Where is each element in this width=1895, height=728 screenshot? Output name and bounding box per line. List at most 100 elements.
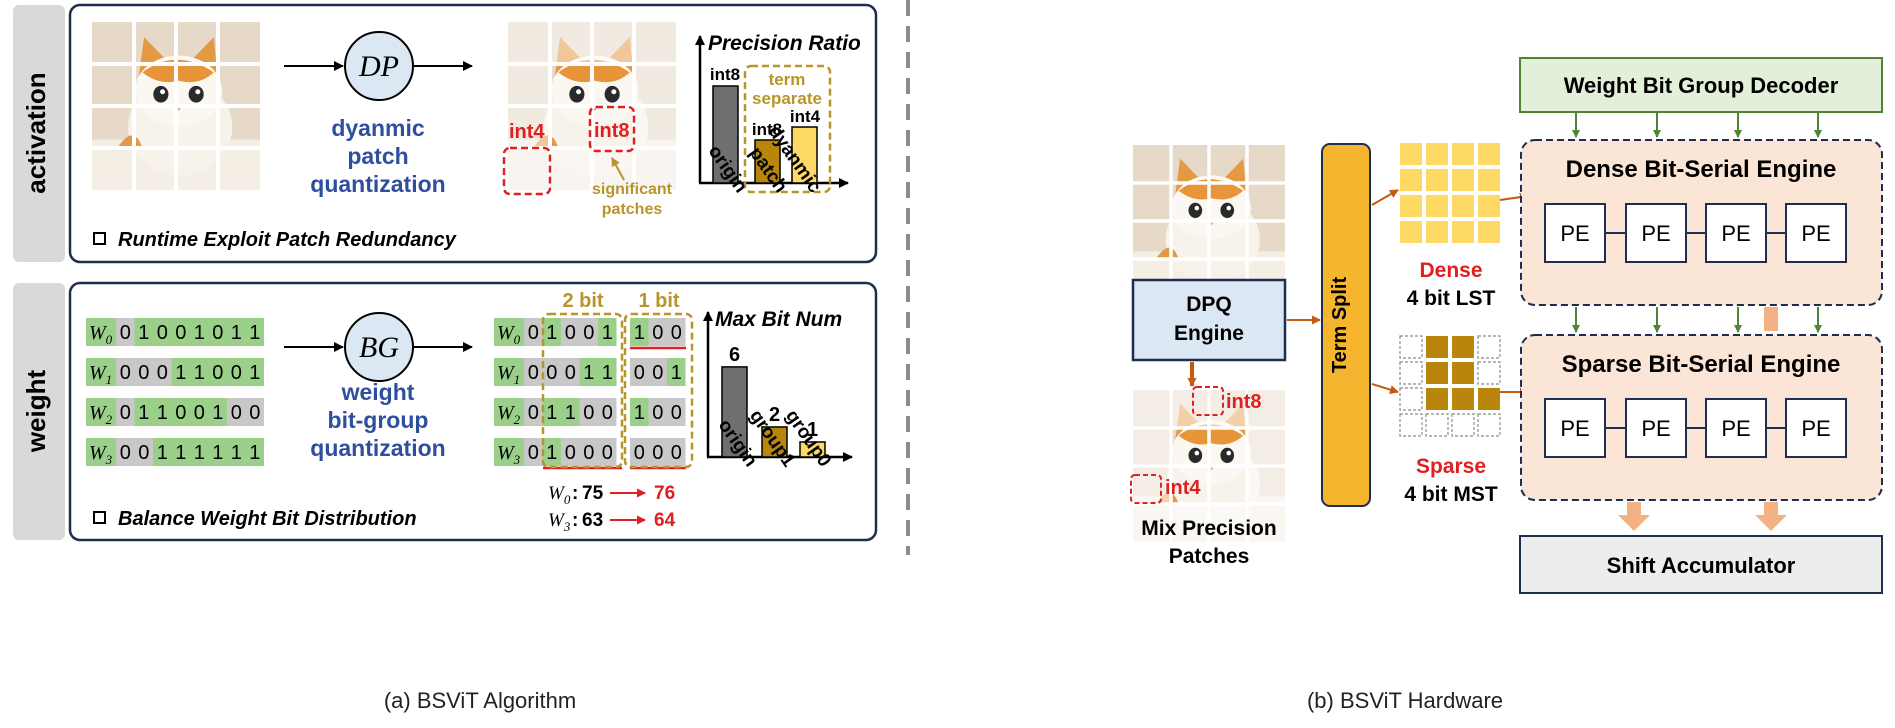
hw-input-image-grid [1133, 145, 1285, 297]
significant-line1: significant [592, 181, 673, 198]
weight-bit-cell [208, 318, 227, 346]
weight-bit-value: 0 [120, 442, 131, 464]
grouped-bit-cell [524, 358, 543, 386]
bar-origin-int8 [712, 85, 739, 184]
weight-bit-value: 1 [249, 362, 260, 384]
activation-footer: Runtime Exploit Patch Redundancy [118, 229, 457, 251]
dpq-engine-box [1131, 278, 1287, 362]
weight-bit-cell [134, 318, 153, 346]
weight-bit-value: 1 [175, 362, 186, 384]
group1-bit-cell [648, 358, 667, 386]
dense-cell [1478, 169, 1500, 191]
grouped-bit-value: 0 [528, 322, 539, 344]
group1-bit-value: 0 [671, 402, 682, 424]
weight-bit-cell [116, 318, 135, 346]
significant-line2: patches [602, 201, 663, 218]
pe-label: PE [1801, 416, 1830, 441]
pe-box [1705, 203, 1767, 263]
hw-int8-highlight [1192, 386, 1224, 416]
group1-bit-cell [667, 438, 686, 466]
pe-label: PE [1721, 416, 1750, 441]
sparse-engine-title: Sparse Bit-Serial Engine [1562, 351, 1841, 378]
dense-cell [1400, 169, 1422, 191]
weight-bit-value: 0 [249, 402, 260, 424]
dense-sublabel: 4 bit LST [1407, 287, 1496, 310]
grouped-bit-cell [542, 438, 561, 466]
weight-bit-value: 0 [138, 362, 149, 384]
weight-bit-value: 0 [138, 442, 149, 464]
grouped-bit-value: 1 [546, 442, 557, 464]
grouped-bit-cell [542, 398, 561, 426]
maxbit-bar [721, 366, 748, 458]
weight-bit-value: 1 [249, 322, 260, 344]
grouped-bit-value: 1 [546, 322, 557, 344]
dense-cell [1426, 221, 1448, 243]
sparse-cell [1399, 387, 1423, 411]
patch-grid-quantized [508, 22, 676, 190]
weight-bit-value: 0 [120, 322, 131, 344]
term-split-block [1321, 143, 1371, 507]
weight-bit-cell [227, 318, 246, 346]
group1-bit-value: 1 [671, 362, 682, 384]
dense-cell [1478, 143, 1500, 165]
weight-bit-cell [134, 398, 153, 426]
group1-bit-cell [648, 398, 667, 426]
int8-patch-highlight [588, 105, 636, 153]
pe-box [1544, 398, 1606, 458]
weight-bit-cell [190, 398, 209, 426]
activation-footer-checkbox [93, 232, 106, 245]
pe-label: PE [1721, 221, 1750, 246]
maxbit-bar [761, 426, 788, 458]
pe-label: PE [1801, 221, 1830, 246]
sparse-cell [1478, 388, 1500, 410]
weight-bit-value: 0 [231, 362, 242, 384]
svg-text:W3: W3 [548, 510, 571, 534]
weight-bit-cell [245, 318, 264, 346]
activation-panel: activation DP dyanmic patch quantization [13, 3, 878, 264]
weight-bit-cell [190, 438, 209, 466]
grouped-bit-cell [561, 398, 580, 426]
weight-bit-cell [190, 358, 209, 386]
separate-label: separate [752, 89, 822, 108]
bar-label-int8-origin: int8 [710, 65, 740, 84]
block-arrow-right [1755, 502, 1787, 531]
shift-accumulator-box [1519, 535, 1883, 594]
maxbit-chart-title: Max Bit Num [715, 308, 842, 331]
grouped-bit-value: 1 [602, 362, 613, 384]
weight-bit-cell [116, 438, 135, 466]
sparse-cell [1426, 388, 1448, 410]
maxbit-bar-value: 2 [769, 404, 780, 426]
maxbit-bar-value: 1 [807, 419, 818, 441]
dp-description-line2: patch [347, 143, 408, 169]
mixed-patch-grid [1133, 390, 1285, 542]
weight-bit-cell [245, 398, 264, 426]
sparse-cell [1477, 413, 1501, 437]
sparse-cell [1425, 413, 1449, 437]
group1-bit-cell [667, 398, 686, 426]
weight-bit-cell [153, 398, 172, 426]
pe-label: PE [1641, 221, 1670, 246]
weight-bit-value: 1 [194, 362, 205, 384]
caption-left: (a) BSViT Algorithm [384, 688, 576, 713]
shift-accumulator-label: Shift Accumulator [1607, 553, 1796, 578]
dense-cell [1452, 195, 1474, 217]
term-split-label: Term Split [1329, 277, 1351, 374]
sparse-mst-grid [1399, 335, 1501, 437]
sparse-cell [1451, 413, 1475, 437]
grouped-bit-cell [579, 438, 598, 466]
grouped-bit-value: 0 [528, 362, 539, 384]
bar-dynamic-int4 [791, 126, 818, 184]
weight-bit-cell [227, 438, 246, 466]
caption-right: (b) BSViT Hardware [1307, 688, 1503, 713]
grouped-bit-cell [579, 358, 598, 386]
dp-operator-circle [344, 31, 414, 101]
grouped-bit-value: 1 [565, 402, 576, 424]
dense-cell [1478, 221, 1500, 243]
group1-bit-value: 1 [634, 402, 645, 424]
weight-bit-cell [245, 358, 264, 386]
grouped-bit-value: 1 [546, 402, 557, 424]
grouped-bit-value: 0 [528, 442, 539, 464]
example-w3: W3 : 63 64 [548, 510, 676, 534]
